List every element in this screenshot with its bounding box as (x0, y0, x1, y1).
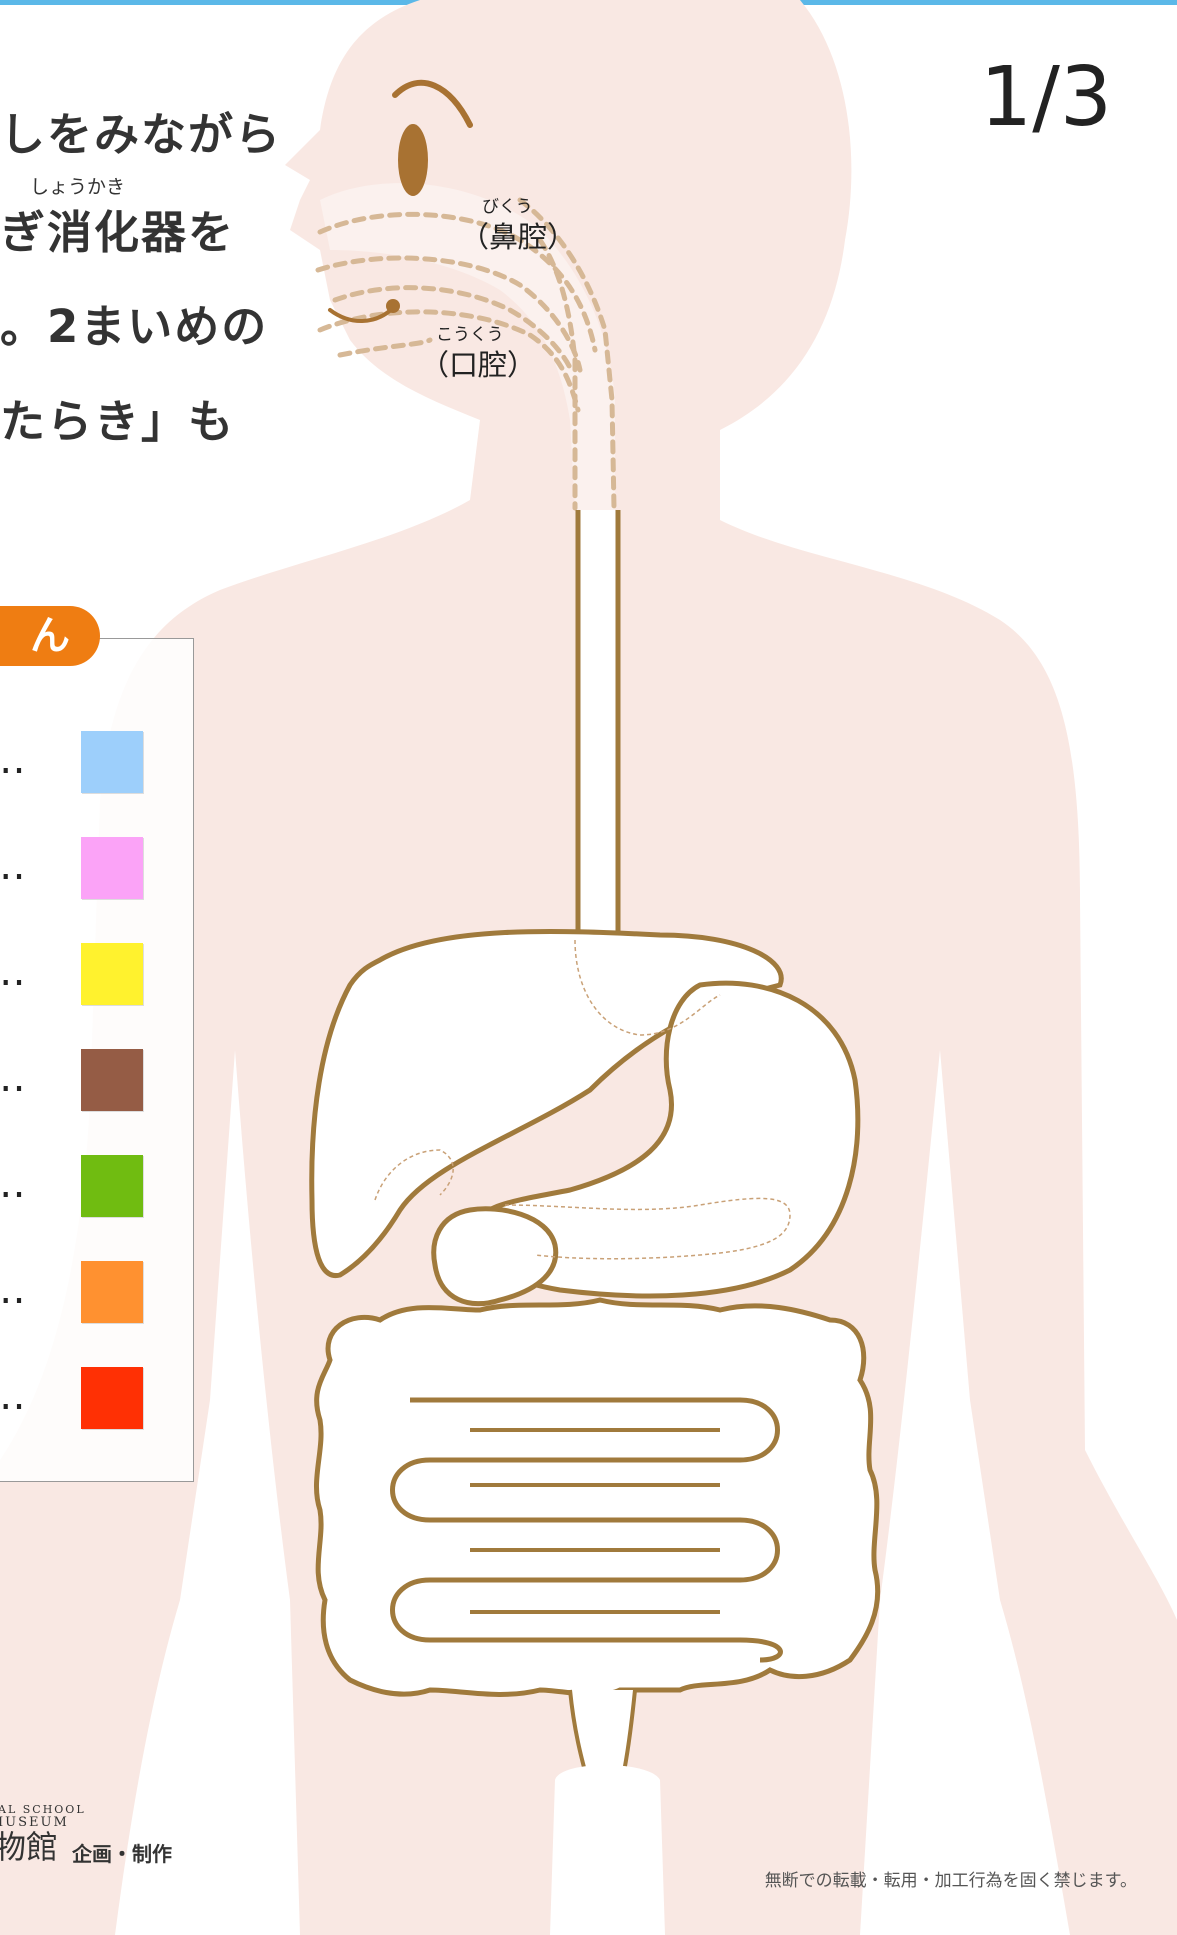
legend-dots: ‥ (0, 1161, 28, 1207)
nasal-cavity-label: （鼻腔） (460, 214, 576, 256)
instruction-line-1: しをみながら (0, 98, 282, 163)
legend-tab: ん (0, 606, 100, 666)
legend-swatch-green (81, 1155, 143, 1217)
legend-row: ‥ (0, 1049, 189, 1115)
legend-row: ‥ (0, 1155, 189, 1221)
instruction-ruby: しょうかき (30, 172, 125, 199)
legend-swatch-red (81, 1367, 143, 1429)
museum-name-jp: 物館 (0, 1822, 58, 1868)
instruction-line-3: 。2まいめの (0, 290, 268, 355)
legend-row: ‥ (0, 1261, 189, 1327)
legend-swatch-pink (81, 837, 143, 899)
legend-row: ‥ (0, 837, 189, 903)
legend-swatch-light-blue (81, 731, 143, 793)
esophagus (578, 510, 618, 940)
legend-dots: ‥ (0, 1267, 28, 1313)
page-number: 1/3 (980, 50, 1112, 145)
legend-row: ‥ (0, 943, 189, 1009)
legend-swatch-orange (81, 1261, 143, 1323)
legend-swatch-brown (81, 1049, 143, 1111)
legend-row: ‥ (0, 1367, 189, 1433)
legend-swatch-yellow (81, 943, 143, 1005)
legend-dots: ‥ (0, 737, 28, 783)
copyright-notice: 無断での転載・転用・加工行為を固く禁じます。 (765, 1866, 1137, 1891)
legend-dots: ‥ (0, 843, 28, 889)
legend-dots: ‥ (0, 1055, 28, 1101)
oral-cavity-label: （口腔） (420, 342, 536, 384)
museum-credit: 企画・制作 (72, 1838, 172, 1867)
large-intestine (316, 1300, 877, 1694)
legend-dots: ‥ (0, 1373, 28, 1419)
instruction-line-2: ぎ消化器を (0, 196, 235, 261)
legend-dots: ‥ (0, 949, 28, 995)
legend-row: ‥ (0, 731, 189, 797)
instruction-line-4: たらき」も (0, 385, 235, 450)
mouth-corner (386, 299, 400, 313)
color-legend: ‥ ‥ ‥ ‥ ‥ ‥ ‥ (0, 638, 194, 1482)
leg-gap (550, 1765, 665, 1935)
eye (398, 124, 428, 196)
